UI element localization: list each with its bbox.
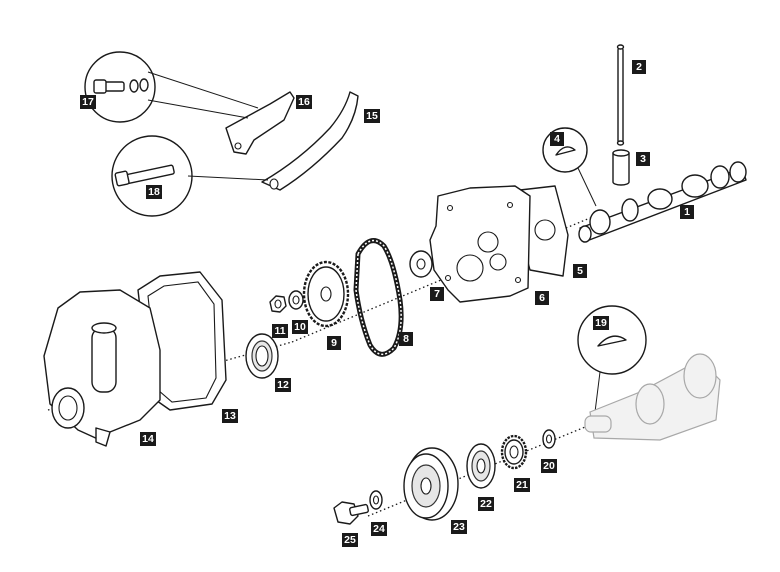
svg-text:23: 23 xyxy=(453,521,465,533)
callout-9: 9 xyxy=(327,336,341,350)
svg-text:1: 1 xyxy=(684,206,690,218)
part-20-washer xyxy=(542,429,556,449)
part-24-washer xyxy=(369,490,383,510)
callout-1: 1 xyxy=(680,205,694,219)
svg-text:10: 10 xyxy=(294,321,306,333)
part-11-nut xyxy=(269,295,287,313)
callout-17: 17 xyxy=(80,95,96,109)
svg-text:4: 4 xyxy=(554,133,560,145)
callout-22: 22 xyxy=(478,497,494,511)
svg-text:21: 21 xyxy=(516,479,528,491)
callout-11: 11 xyxy=(272,324,288,338)
part-23-crank-pulley xyxy=(403,447,459,521)
svg-text:6: 6 xyxy=(539,292,545,304)
callout-12: 12 xyxy=(275,378,291,392)
svg-text:11: 11 xyxy=(274,325,285,337)
svg-text:18: 18 xyxy=(148,186,160,198)
svg-text:19: 19 xyxy=(595,317,607,329)
callout-21: 21 xyxy=(514,478,530,492)
callout-10: 10 xyxy=(292,320,308,334)
svg-text:5: 5 xyxy=(577,265,583,277)
callout-8: 8 xyxy=(399,332,413,346)
callout-25: 25 xyxy=(342,533,358,547)
part-10-lock-washer xyxy=(288,290,304,310)
part-9-camshaft-sprocket xyxy=(302,260,350,328)
part-22-oil-thrower xyxy=(466,443,496,489)
callout-13: 13 xyxy=(222,409,238,423)
svg-text:8: 8 xyxy=(403,333,409,345)
part-16-bracket xyxy=(225,91,295,155)
part-17-bolt-detail xyxy=(84,51,259,123)
part-12-oil-seal xyxy=(245,333,279,379)
part-6-front-plate xyxy=(429,185,531,303)
svg-text:17: 17 xyxy=(82,96,94,108)
svg-text:24: 24 xyxy=(373,523,385,535)
callout-3: 3 xyxy=(636,152,650,166)
callout-2: 2 xyxy=(632,60,646,74)
svg-text:15: 15 xyxy=(366,110,378,122)
part-15-tensioner xyxy=(261,91,359,191)
callout-15: 15 xyxy=(364,109,380,123)
part-3-tappet xyxy=(612,149,630,186)
part-14-timing-cover xyxy=(43,289,161,447)
part-2-pushrod xyxy=(616,44,625,146)
svg-text:2: 2 xyxy=(636,61,642,73)
callout-4: 4 xyxy=(550,132,564,146)
callout-18: 18 xyxy=(146,185,162,199)
svg-text:22: 22 xyxy=(480,498,492,510)
part-18-bolt-detail xyxy=(111,135,269,217)
svg-text:20: 20 xyxy=(543,460,555,472)
part-21-crank-sprocket xyxy=(500,434,528,470)
svg-text:9: 9 xyxy=(331,337,337,349)
part-25-pulley-bolt xyxy=(333,501,369,525)
svg-text:25: 25 xyxy=(344,534,356,546)
callout-16: 16 xyxy=(296,95,312,109)
crankshaft xyxy=(584,353,721,441)
callout-7: 7 xyxy=(430,287,444,301)
svg-text:7: 7 xyxy=(434,288,440,300)
svg-text:14: 14 xyxy=(142,433,154,445)
callout-6: 6 xyxy=(535,291,549,305)
part-1-camshaft xyxy=(578,161,747,243)
svg-text:12: 12 xyxy=(277,379,289,391)
callout-5: 5 xyxy=(573,264,587,278)
callout-23: 23 xyxy=(451,520,467,534)
part-8-timing-chain xyxy=(353,238,404,357)
svg-text:16: 16 xyxy=(298,96,310,108)
callout-14: 14 xyxy=(140,432,156,446)
part-7-thrust-washer xyxy=(409,250,433,278)
callout-20: 20 xyxy=(541,459,557,473)
callout-19: 19 xyxy=(593,316,609,330)
svg-text:3: 3 xyxy=(640,153,646,165)
svg-text:13: 13 xyxy=(224,410,236,422)
callout-24: 24 xyxy=(371,522,387,536)
part-5-gasket xyxy=(519,185,569,277)
